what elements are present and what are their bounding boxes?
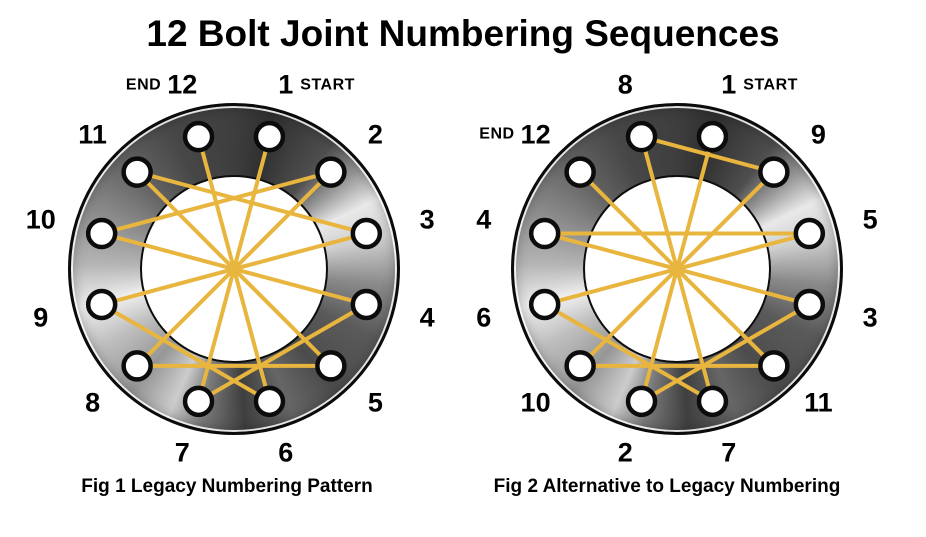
page-title: 12 Bolt Joint Numbering Sequences xyxy=(146,13,780,54)
bolt-number-label-9: 9 xyxy=(810,119,826,150)
bolt-hole-4 xyxy=(528,217,561,250)
bolt-number-label-3: 3 xyxy=(862,302,878,333)
bolt-hole-2 xyxy=(625,385,658,418)
sequence-line-6-7 xyxy=(542,302,715,404)
sequence-line-11-3 xyxy=(135,170,369,236)
bolt-number-label-5: 5 xyxy=(367,387,383,418)
bolt-number-label-3: 3 xyxy=(419,204,435,235)
bolt-number-label-2: 2 xyxy=(617,437,633,468)
end-label: END xyxy=(479,125,515,143)
bolt-number-label-4: 4 xyxy=(476,204,492,235)
bolt-number-label-7: 7 xyxy=(174,437,190,468)
bolt-hole-5 xyxy=(793,217,826,250)
tightening-sequence-overlay xyxy=(528,120,826,418)
bolt-number-label-2: 2 xyxy=(367,119,383,150)
bolt-hole-6 xyxy=(528,288,561,321)
figure-2-caption: Fig 2 Alternative to Legacy Numbering xyxy=(493,476,841,497)
start-label: START xyxy=(300,76,355,94)
bolt-hole-1 xyxy=(696,120,729,153)
bolt-number-label-11: 11 xyxy=(78,119,107,150)
bolt-hole-10 xyxy=(85,217,118,250)
bolt-number-label-9: 9 xyxy=(33,302,49,333)
bolt-number-label-5: 5 xyxy=(862,204,878,235)
bolt-hole-3 xyxy=(793,288,826,321)
sequence-line-9-6 xyxy=(99,302,272,404)
bolt-number-label-8: 8 xyxy=(617,69,633,100)
bolt-hole-8 xyxy=(121,350,153,382)
sequence-line-2-3 xyxy=(639,302,812,404)
bolt-hole-12 xyxy=(182,120,215,153)
bolt-number-label-7: 7 xyxy=(721,437,737,468)
bolt-hole-6 xyxy=(253,385,286,418)
bolt-hole-7 xyxy=(182,385,215,418)
bolt-hole-7 xyxy=(696,385,729,418)
bolt-hole-4 xyxy=(350,288,383,321)
bolt-hole-11 xyxy=(758,350,790,382)
sequence-line-8-9 xyxy=(639,134,776,175)
bolt-number-label-6: 6 xyxy=(476,302,492,333)
bolt-hole-12 xyxy=(564,156,596,188)
bolt-hole-5 xyxy=(315,350,347,382)
bolt-hole-10 xyxy=(564,350,596,382)
bolt-hole-8 xyxy=(625,120,658,153)
bolt-hole-3 xyxy=(350,217,383,250)
end-label: END xyxy=(125,76,162,94)
figure-1-caption: Fig 1 Legacy Numbering Pattern xyxy=(81,476,373,497)
bolt-hole-11 xyxy=(121,156,153,188)
bolt-hole-1 xyxy=(253,120,286,153)
bolt-number-label-4: 4 xyxy=(419,302,435,333)
bolt-number-label-10: 10 xyxy=(25,204,56,235)
bolt-hole-2 xyxy=(315,156,347,188)
sequence-line-7-4 xyxy=(196,302,369,404)
start-label: START xyxy=(743,76,798,94)
sequence-line-11-12 xyxy=(578,170,776,368)
bolt-number-label-8: 8 xyxy=(85,387,101,418)
sequence-line-6-12 xyxy=(196,134,272,404)
bolt-number-label-6: 6 xyxy=(278,437,294,468)
tightening-sequence-overlay xyxy=(85,120,383,418)
bolt-hole-9 xyxy=(758,156,790,188)
bolt-number-label-11: 11 xyxy=(804,387,833,418)
bolt-hole-9 xyxy=(85,288,118,321)
bolt-number-label-10: 10 xyxy=(520,387,551,418)
